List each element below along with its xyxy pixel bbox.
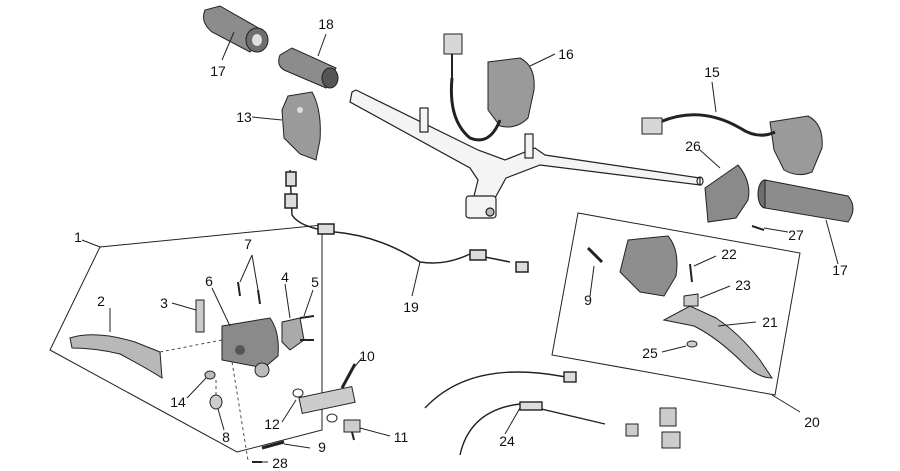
grip-right: [757, 179, 854, 223]
label-5: 5: [311, 274, 319, 290]
label-21: 21: [762, 314, 778, 330]
clamp: [281, 317, 305, 351]
grip-left: [203, 5, 269, 53]
fittings: [625, 407, 681, 449]
left-assembly-box: [49, 224, 323, 453]
cap-8: [209, 394, 223, 410]
label-3: 3: [160, 295, 168, 311]
label-7: 7: [244, 236, 252, 252]
label-9-bottom: 9: [318, 439, 326, 455]
switch-right-upper: [443, 33, 535, 142]
label-13: 13: [236, 109, 252, 125]
washer-25: [686, 340, 698, 348]
label-28: 28: [272, 455, 288, 471]
label-14: 14: [170, 394, 186, 410]
label-1: 1: [74, 229, 82, 245]
brake-housing: [586, 235, 699, 307]
label-22: 22: [721, 246, 737, 262]
label-17-top: 17: [210, 63, 226, 79]
switch-cover: [704, 164, 750, 223]
nut-14: [204, 370, 216, 380]
right-assembly-box: [551, 212, 801, 396]
label-9-right: 9: [584, 292, 592, 308]
label-19: 19: [403, 299, 419, 315]
label-25: 25: [642, 345, 658, 361]
throttle-grip: [278, 47, 339, 89]
bolt-11: [343, 419, 361, 441]
master-cylinder: [195, 299, 279, 378]
assembly-guides: [159, 339, 249, 461]
leader-lines: [81, 31, 839, 463]
label-23: 23: [735, 277, 751, 293]
throttle-cable: [284, 169, 529, 273]
label-4: 4: [281, 269, 289, 285]
switch-right: [641, 113, 823, 176]
label-10: 10: [359, 348, 375, 364]
label-11: 11: [393, 429, 409, 445]
label-27: 27: [788, 227, 804, 243]
label-16: 16: [558, 46, 574, 62]
label-8: 8: [222, 429, 230, 445]
handlebar: [349, 89, 704, 219]
screw-27: [751, 225, 765, 231]
label-26: 26: [685, 138, 701, 154]
clutch-lever: [69, 334, 163, 379]
brake-cable: [424, 371, 606, 456]
label-24: 24: [499, 433, 515, 449]
label-2: 2: [97, 293, 105, 309]
adjuster-10: [292, 363, 357, 423]
label-18: 18: [318, 16, 334, 32]
label-15: 15: [704, 64, 720, 80]
label-12: 12: [264, 416, 280, 432]
label-17-right: 17: [832, 262, 848, 278]
brake-lever: [662, 305, 773, 379]
label-20: 20: [804, 414, 820, 430]
label-6: 6: [205, 273, 213, 289]
throttle-housing: [281, 91, 321, 161]
